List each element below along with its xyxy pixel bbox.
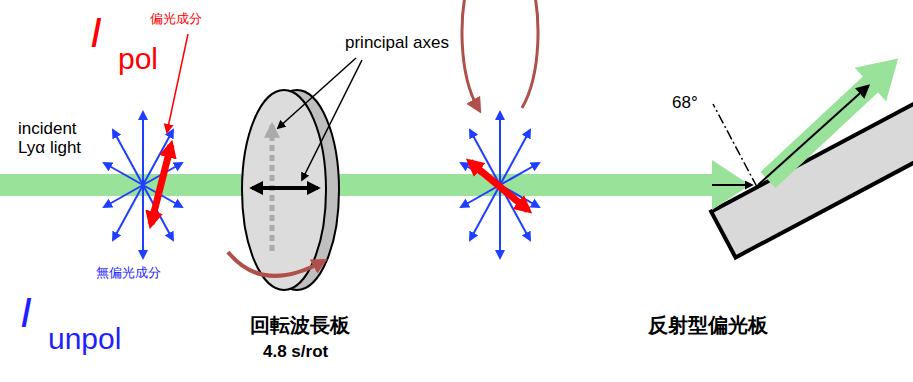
leader-line (167, 34, 188, 132)
symbol-subscript: unpol (48, 322, 121, 355)
symbol-subscript: pol (118, 42, 158, 75)
leader-line (302, 60, 362, 180)
polarized-arrow (151, 145, 171, 224)
leader-line (278, 58, 356, 128)
unpolarized-star (104, 112, 182, 258)
wave-plate (242, 90, 339, 290)
part-name: 回転波長板 (250, 314, 350, 336)
unpolarized-star (461, 112, 539, 258)
component-label: 偏光成分 (150, 12, 202, 26)
reflected-beam (752, 42, 913, 197)
incident-ray (712, 184, 752, 186)
rotation-arrow (228, 252, 322, 276)
rotation-period: 4.8 s/rot (263, 343, 328, 362)
normal-line (713, 104, 757, 187)
beam-label: incident Lyα light (18, 120, 106, 157)
polarizer-plate (711, 99, 913, 258)
component-label: 無偏光成分 (96, 266, 161, 280)
angle-label: 68° (672, 94, 698, 113)
part-name: 反射型偏光板 (648, 314, 768, 336)
symbol-letter: I (90, 10, 102, 56)
light-beam (0, 160, 750, 210)
reflected-ray (758, 86, 868, 185)
rotation-arrow (462, 0, 538, 108)
symbol-letter: I (20, 290, 32, 336)
polarized-arrow (470, 162, 528, 210)
axis-label: principal axes (345, 34, 449, 53)
